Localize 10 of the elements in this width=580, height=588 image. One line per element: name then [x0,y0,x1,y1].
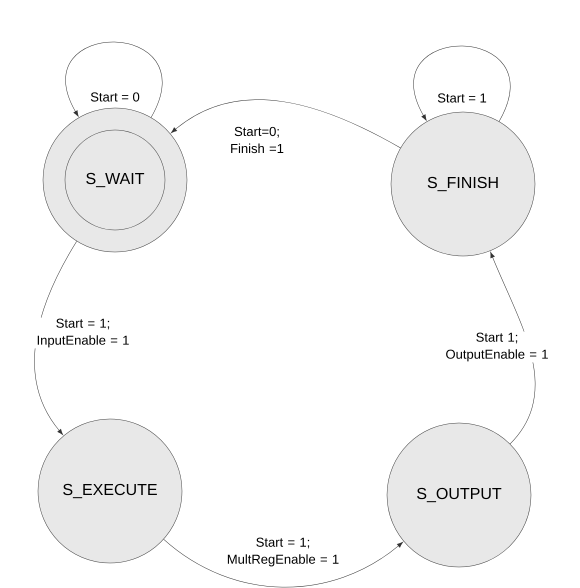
edge-label: Start=0; Finish =1 [225,126,289,154]
edge-label: Start = 1 [436,92,488,104]
edge-label: Start = 0 [89,91,141,103]
edge-label: Start 1; OutputEnable = 1 [444,332,550,362]
arrow [66,42,162,118]
arrow [170,100,401,148]
edge-label: Start = 1; InputEnable = 1 [32,318,134,348]
edge-label: Start = 1; MultRegEnable = 1 [224,536,342,568]
arrow [163,539,404,588]
arrow [414,46,510,122]
